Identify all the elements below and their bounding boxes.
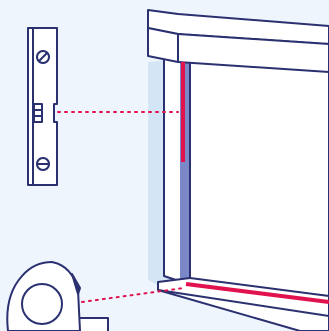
tape-measure-reel	[21, 283, 63, 325]
leader-lines	[57, 111, 185, 303]
spirit-level-icon	[27, 27, 58, 186]
spirit-level-vial	[33, 103, 43, 123]
tape-leader-line	[81, 287, 185, 303]
tape-measure-lip	[71, 273, 81, 295]
tape-measure-icon	[6, 261, 109, 331]
measurement-highlights	[181, 62, 329, 304]
window-pane	[189, 61, 329, 297]
window-frame	[147, 9, 329, 331]
top-screw-slot	[38, 52, 48, 62]
width-measurement-line	[185, 282, 329, 304]
window-sill-edge	[157, 289, 329, 317]
window-left-frame	[163, 55, 183, 283]
